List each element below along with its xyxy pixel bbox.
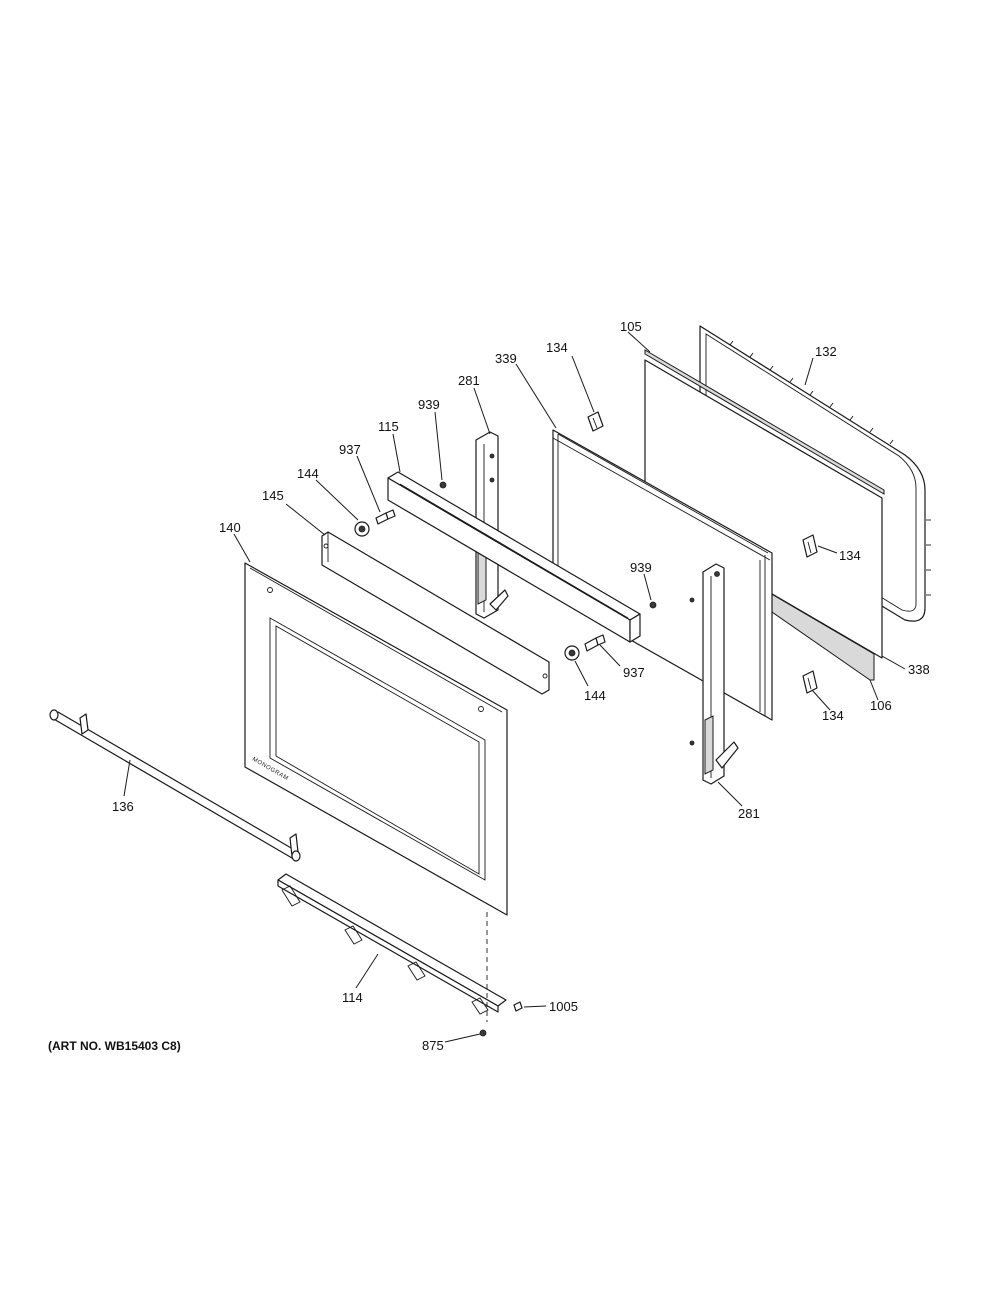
callout-114: 114 <box>342 990 363 1005</box>
callout-136: 136 <box>112 799 134 814</box>
part-114-bottom-trim <box>277 873 507 1015</box>
callout-144: 144 <box>584 688 606 703</box>
callout-937: 937 <box>623 665 645 680</box>
callout-134: 134 <box>839 548 861 563</box>
callout-144: 144 <box>297 466 319 481</box>
part-937-pin-right <box>584 634 606 652</box>
part-1005-fastener <box>513 1001 523 1012</box>
part-939-screw-lower <box>649 601 657 609</box>
callout-875: 875 <box>422 1038 444 1053</box>
callout-140: 140 <box>219 520 241 535</box>
callout-1005: 1005 <box>549 999 578 1014</box>
callout-939: 939 <box>630 560 652 575</box>
callout-115: 115 <box>378 419 399 434</box>
callout-339: 339 <box>495 351 517 366</box>
part-134-clip-middle <box>802 534 818 558</box>
part-134-clip-top <box>587 411 604 432</box>
callout-132: 132 <box>815 344 837 359</box>
callout-281: 281 <box>738 806 760 821</box>
part-115-door-channel <box>387 471 641 643</box>
part-281-hinge-right <box>689 563 739 785</box>
part-144-bushing-left <box>354 521 370 537</box>
part-144-bushing-right <box>564 645 580 661</box>
leader-lines <box>123 331 906 1043</box>
callout-281: 281 <box>458 373 480 388</box>
part-136-handle <box>49 709 301 862</box>
callout-134: 134 <box>546 340 568 355</box>
part-939-screw-top <box>439 481 447 489</box>
part-134-clip-lower <box>802 670 818 694</box>
callout-134: 134 <box>822 708 844 723</box>
callout-105: 105 <box>620 319 642 334</box>
callout-939: 939 <box>418 397 440 412</box>
callout-937: 937 <box>339 442 361 457</box>
part-875-fastener <box>479 1029 487 1037</box>
part-937-pin-left <box>375 509 396 525</box>
art-number-note: (ART NO. WB15403 C8) <box>48 1039 181 1053</box>
callout-338: 338 <box>908 662 930 677</box>
callout-145: 145 <box>262 488 284 503</box>
callout-106: 106 <box>870 698 892 713</box>
part-145-trim-bar <box>321 531 550 695</box>
callout-labels: 105 132 134 339 281 939 115 937 144 145 … <box>112 319 930 1053</box>
